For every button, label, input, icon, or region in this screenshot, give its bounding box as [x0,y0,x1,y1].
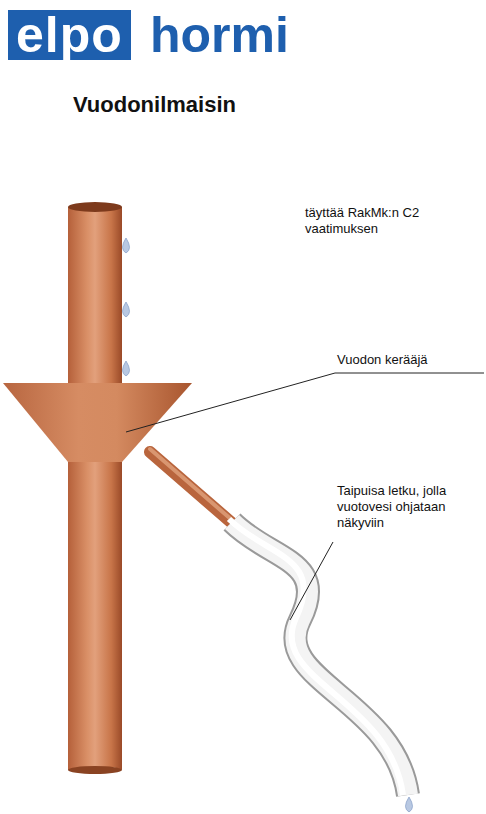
part-label: Taipuisa letku, jolla vuotovesi ohjataan… [337,483,482,531]
leader-line [290,542,333,620]
outlet-highlight [150,449,240,527]
pipe-break [68,767,122,776]
outlet-tube [150,452,240,530]
pipe-end [68,766,122,774]
logo-word: hormi [150,10,289,60]
title: Vuodonilmaisin [73,92,236,118]
leader-line [126,373,484,432]
pipe [68,207,122,770]
part-label: Vuodon kerääjä [337,352,482,368]
hose-highlight [229,519,403,795]
note: täyttää RakMk:n C2 vaatimuksen [305,205,455,237]
pipe-end [68,202,122,212]
hose-outline [232,522,408,795]
hose [232,522,408,795]
leak-collector [3,383,192,462]
logo-word: elpo [8,10,131,60]
